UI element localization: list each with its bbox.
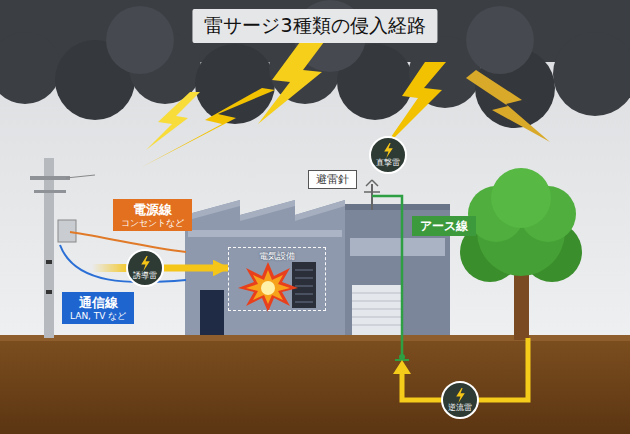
- storm-clouds: [0, 0, 630, 128]
- node-sublabel: コンセントなど: [121, 218, 184, 229]
- server-rack-part: [292, 262, 316, 308]
- node-sublabel: LAN, TV など: [70, 311, 126, 322]
- lightning-icon: [455, 388, 466, 403]
- explosion-part: [238, 262, 298, 312]
- node-label: 誘導雷: [133, 272, 157, 280]
- surge-badge: 誘導雷: [126, 249, 164, 287]
- earth-wire-part: [372, 196, 402, 357]
- utility-pole-part: [30, 176, 70, 180]
- building-part: [350, 238, 445, 256]
- rod-label: 避雷針: [308, 170, 357, 189]
- utility-pole-part: [34, 190, 66, 193]
- explosion-part: [261, 281, 275, 295]
- communication-line: [60, 245, 186, 282]
- ground: [0, 335, 630, 434]
- building-part: [188, 230, 342, 237]
- lightning-icon-shape: [384, 143, 393, 158]
- server-rack-part: [295, 302, 313, 303]
- power-line-label: 電源線コンセントなど: [113, 199, 192, 231]
- node-label: 逆流雷: [448, 404, 472, 412]
- equipment-area: 電気設備: [228, 247, 326, 311]
- earth-label: アース線: [412, 216, 476, 236]
- tree: [460, 168, 582, 340]
- server-rack: [292, 262, 316, 308]
- ground-part: [0, 335, 630, 341]
- building-part: [352, 317, 402, 318]
- server-rack-part: [295, 286, 313, 287]
- storm-clouds-part: [466, 6, 534, 74]
- lightning-bolts-part: [466, 70, 550, 142]
- building-part: [352, 301, 402, 302]
- utility-pole-part: [58, 220, 76, 242]
- storm-clouds-part: [553, 32, 630, 116]
- lightning-bolts-part: [140, 88, 275, 168]
- node-label: 電気設備: [229, 250, 325, 263]
- storm-clouds-part: [195, 44, 275, 124]
- building-part: [345, 204, 450, 210]
- power-line-part: [70, 232, 186, 252]
- node-label: 避雷針: [316, 173, 349, 186]
- explosion: [238, 262, 298, 312]
- node-label: 直撃雷: [376, 159, 400, 167]
- communication-line-part: [60, 245, 186, 282]
- lightning-rod-part: [364, 191, 380, 193]
- building-part: [200, 290, 224, 335]
- building-part: [352, 325, 402, 326]
- building-part: [295, 200, 345, 221]
- surge-badge: 直撃雷: [369, 136, 407, 174]
- earth-wire: [372, 196, 409, 360]
- server-rack-part: [295, 270, 313, 271]
- lightning-icon: [140, 256, 151, 271]
- server-rack-part: [295, 278, 313, 279]
- diagram-title: 雷サージ3種類の侵入経路: [192, 9, 437, 43]
- node-label: 電源線: [121, 202, 184, 218]
- lightning-icon-shape: [141, 256, 150, 271]
- building-part: [352, 309, 402, 310]
- utility-pole-part: [46, 290, 52, 294]
- ground-part: [0, 335, 630, 434]
- comm-line-label: 通信線LAN, TV など: [62, 292, 134, 324]
- building-part: [240, 200, 295, 221]
- node-label: 通信線: [70, 295, 126, 311]
- surge-badge: 逆流雷: [441, 381, 479, 419]
- utility-pole-part: [66, 175, 95, 178]
- lightning-bolts: [140, 42, 550, 168]
- building-part: [352, 285, 402, 335]
- lightning-icon: [383, 143, 394, 158]
- storm-clouds-part: [106, 6, 174, 74]
- building-part: [352, 293, 402, 294]
- tree-part: [491, 168, 551, 228]
- back-flow-path-part: [393, 360, 411, 374]
- building-part: [185, 200, 240, 221]
- lightning-icon-shape: [456, 388, 465, 403]
- node-label: アース線: [420, 219, 468, 233]
- utility-pole-part: [46, 260, 52, 264]
- storm-clouds-part: [0, 32, 61, 104]
- lightning-bolts-part: [146, 92, 200, 150]
- utility-pole-part: [44, 158, 54, 338]
- explosion-part: [246, 270, 290, 304]
- surge-arrow: [164, 265, 228, 272]
- lightning-rod-part: [366, 180, 372, 186]
- lightning-bolts-part: [258, 42, 324, 124]
- lightning-rod-part: [372, 180, 378, 186]
- power-line: [70, 232, 186, 252]
- server-rack-part: [295, 294, 313, 295]
